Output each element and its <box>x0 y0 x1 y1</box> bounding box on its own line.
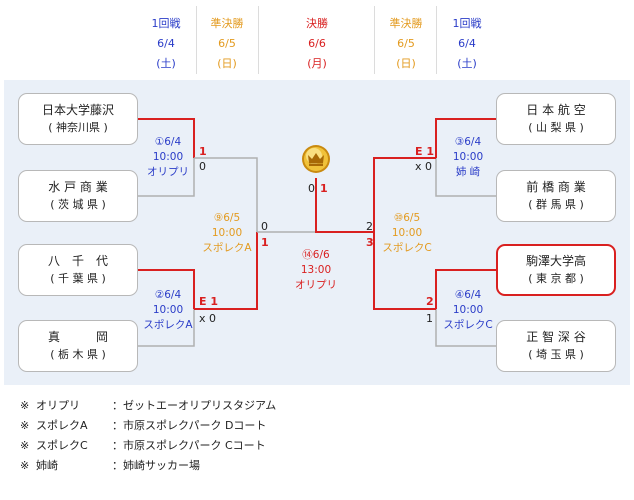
team-card: 前 橋 商 業 ( 群 馬 県 ) <box>496 170 616 222</box>
round-date: 6/4 <box>157 37 175 50</box>
team-name: 八 千 代 <box>47 254 108 268</box>
score: 1 <box>261 236 269 249</box>
bracket-line-win <box>194 232 258 310</box>
divider <box>196 6 197 74</box>
round-header: 1回戦 6/4 (土) 準決勝 6/5 (日) 決勝 6/6 (月) 準決勝 6… <box>0 0 634 76</box>
score: 2 <box>366 220 373 233</box>
trophy-crown-icon <box>302 145 330 173</box>
team-prefecture: ( 千 葉 県 ) <box>50 272 106 285</box>
team-prefecture: ( 茨 城 県 ) <box>50 198 106 211</box>
score: 3 <box>366 236 374 249</box>
round-1-left: 1回戦 6/4 (土) <box>136 14 196 74</box>
round-date: 6/5 <box>397 37 415 50</box>
bracket-line-win <box>137 269 195 309</box>
score: 1 <box>320 182 328 195</box>
score: 2 <box>426 295 434 308</box>
bracket-line-win <box>373 232 436 310</box>
team-card: 正 智 深 谷 ( 埼 玉 県 ) <box>496 320 616 372</box>
match-info: ③6/4 10:00 姉 崎 <box>452 136 484 178</box>
team-card: 真 岡 ( 栃 木 県 ) <box>18 320 138 372</box>
team-name: 駒澤大学高 <box>525 254 586 268</box>
team-card: 水 戸 商 業 ( 茨 城 県 ) <box>18 170 138 222</box>
score: 0 <box>308 182 315 195</box>
bracket-line-win <box>373 157 436 232</box>
round-1-right: 1回戦 6/4 (土) <box>437 14 497 74</box>
divider <box>436 6 437 74</box>
bracket-line <box>435 158 496 197</box>
round-name: 準決勝 <box>210 17 244 30</box>
round-semifinal-left: 準決勝 6/5 (日) <box>197 14 257 74</box>
team-card: 日本大学藤沢 ( 神奈川県 ) <box>18 93 138 145</box>
score: x 0 <box>199 312 217 325</box>
team-prefecture: ( 栃 木 県 ) <box>50 348 106 361</box>
team-card-champion: 駒澤大学高 ( 東 京 都 ) <box>496 244 616 296</box>
legend-row: ※姉崎：姉崎サッカー場 <box>20 459 200 472</box>
bracket-lines <box>137 118 496 347</box>
team-name: 前 橋 商 業 <box>526 180 586 194</box>
team-name: 真 岡 <box>47 330 108 344</box>
team-prefecture: ( 神奈川県 ) <box>48 121 108 134</box>
team-prefecture: ( 東 京 都 ) <box>528 272 584 285</box>
round-name: 1回戦 <box>151 17 181 30</box>
score: 0 <box>261 220 268 233</box>
bracket-line <box>137 158 195 197</box>
score: x 0 <box>415 160 433 173</box>
match-info: ④6/4 10:00 スポレクC <box>443 289 493 331</box>
team-name: 日本大学藤沢 <box>41 103 114 117</box>
bracket-line-win <box>435 118 496 158</box>
round-final: 決勝 6/6 (月) <box>287 14 347 74</box>
score: E 1 <box>199 295 218 308</box>
divider <box>258 6 259 74</box>
score: 0 <box>199 160 206 173</box>
team-name: 水 戸 商 業 <box>48 180 108 194</box>
team-card: 日 本 航 空 ( 山 梨 県 ) <box>496 93 616 145</box>
bracket-line <box>435 309 496 347</box>
bracket-line-win <box>137 118 195 158</box>
divider <box>374 6 375 74</box>
team-name: 正 智 深 谷 <box>526 330 586 344</box>
round-day: (日) <box>396 57 416 70</box>
bracket-line <box>194 157 258 232</box>
legend-row: ※オリプリ：ゼットエーオリプリスタジアム <box>20 399 277 412</box>
score: 1 <box>199 145 207 158</box>
score: 1 <box>426 312 433 325</box>
round-date: 6/6 <box>308 37 326 50</box>
match-info: ⑩6/5 10:00 スポレクC <box>382 212 432 254</box>
team-name: 日 本 航 空 <box>526 103 586 117</box>
bracket-line <box>137 309 195 347</box>
venue-legend: ※オリプリ：ゼットエーオリプリスタジアム ※スポレクA：市原スポレクパーク Dコ… <box>20 396 276 476</box>
legend-row: ※スポレクA：市原スポレクパーク Dコート <box>20 419 267 432</box>
round-date: 6/4 <box>458 37 476 50</box>
team-prefecture: ( 埼 玉 県 ) <box>528 348 584 361</box>
match-info: ⑭6/6 13:00 オリプリ <box>295 249 337 291</box>
legend-row: ※スポレクC：市原スポレクパーク Cコート <box>20 439 266 452</box>
round-name: 1回戦 <box>452 17 482 30</box>
round-day: (日) <box>217 57 237 70</box>
round-day: (土) <box>156 57 176 70</box>
match-info: ②6/4 10:00 スポレクA <box>143 289 193 331</box>
match-info: ⑨6/5 10:00 スポレクA <box>202 212 252 254</box>
round-name: 決勝 <box>306 17 328 30</box>
team-card: 八 千 代 ( 千 葉 県 ) <box>18 244 138 296</box>
bracket-line-win <box>435 269 496 309</box>
team-prefecture: ( 山 梨 県 ) <box>528 121 584 134</box>
round-name: 準決勝 <box>389 17 423 30</box>
round-day: (土) <box>457 57 477 70</box>
round-semifinal-right: 準決勝 6/5 (日) <box>376 14 436 74</box>
round-day: (月) <box>307 57 327 70</box>
bracket-line-win <box>315 178 374 233</box>
team-prefecture: ( 群 馬 県 ) <box>528 198 584 211</box>
score: E 1 <box>415 145 434 158</box>
match-info: ①6/4 10:00 オリプリ <box>147 136 189 178</box>
round-date: 6/5 <box>218 37 236 50</box>
